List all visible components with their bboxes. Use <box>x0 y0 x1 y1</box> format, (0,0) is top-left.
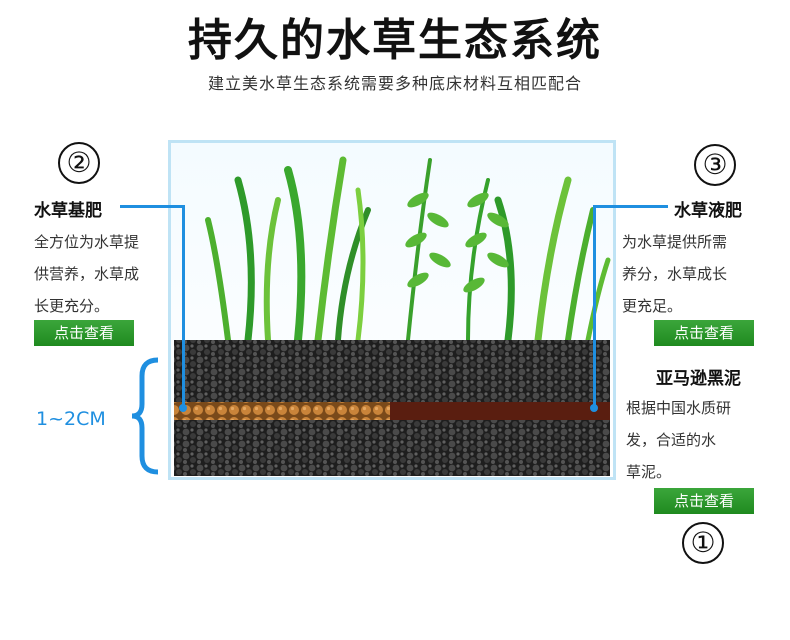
right-connector-dot <box>590 404 598 412</box>
liquid-fertilizer-heading: 水草液肥 <box>674 201 742 221</box>
page-title: 持久的水草生态系统 <box>188 15 602 66</box>
view-base-fertilizer-button[interactable]: 点击查看 <box>34 320 134 346</box>
amazon-mud-heading: 亚马逊黑泥 <box>656 369 741 389</box>
range-brace-icon <box>131 357 159 475</box>
left-connector-dot <box>179 404 187 412</box>
aquatic-plants <box>205 156 611 344</box>
amazon-mud-description: 根据中国水质研 发，合适的水 草泥。 <box>626 399 732 481</box>
top-soil-layer <box>174 340 610 402</box>
left-connector-line <box>120 205 184 208</box>
view-liquid-fertilizer-button[interactable]: 点击查看 <box>654 320 754 346</box>
base-fertilizer-layer <box>174 402 390 420</box>
bottom-soil-layer <box>174 420 610 476</box>
layer-range-label: 1~2CM <box>36 408 106 430</box>
view-amazon-mud-button[interactable]: 点击查看 <box>654 488 754 514</box>
fern-leaves <box>405 192 509 293</box>
substrate-illustration <box>174 156 611 476</box>
right-connector-line-vertical <box>593 205 596 408</box>
page-subtitle: 建立美水草生态系统需要多种底床材料互相匹配合 <box>207 74 582 93</box>
mud-layer <box>390 402 610 420</box>
number-one-badge: ① <box>682 522 724 564</box>
number-two-badge: ② <box>58 142 100 184</box>
right-connector-line <box>594 205 668 208</box>
liquid-fertilizer-description: 为水草提供所需 养分，水草成长 更充足。 <box>622 233 728 315</box>
base-fertilizer-description: 全方位为水草提 供营养，水草成 长更充分。 <box>34 233 140 315</box>
base-fertilizer-heading: 水草基肥 <box>34 201 102 221</box>
left-connector-line-vertical <box>182 205 185 408</box>
number-three-badge: ③ <box>694 144 736 186</box>
